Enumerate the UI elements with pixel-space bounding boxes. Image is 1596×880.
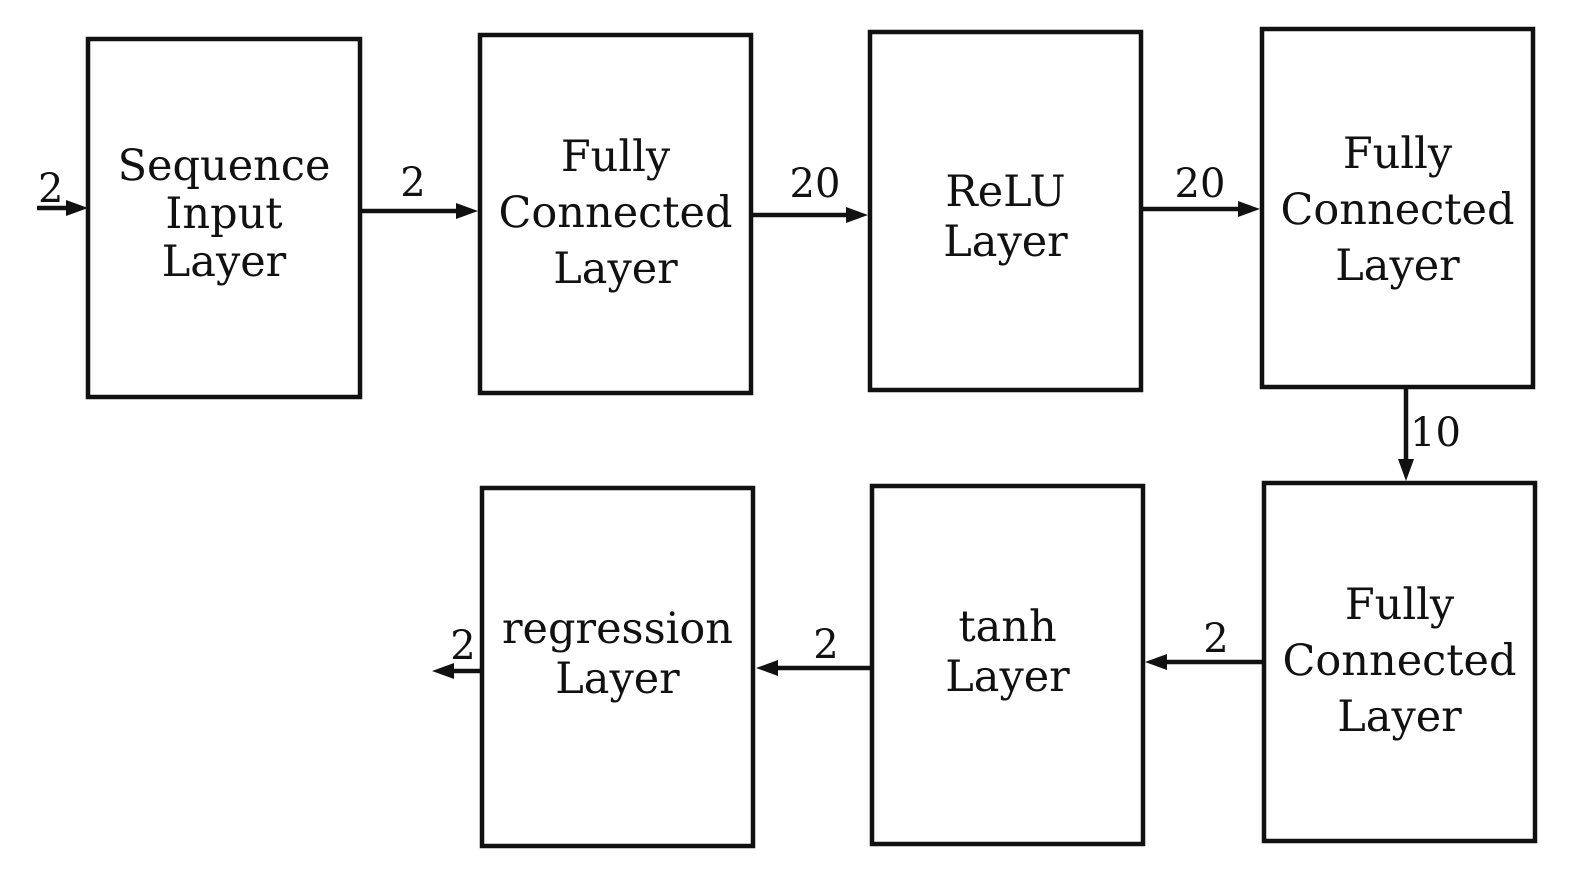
layer-box <box>1261 480 1538 844</box>
layer-label-line: Sequence <box>118 141 331 191</box>
edge-fc3_to_tanh: 2 <box>1145 616 1264 670</box>
layer-label-line: ReLU <box>945 167 1065 217</box>
edge-relu_to_fc2: 20 <box>1141 161 1260 217</box>
edge-label: 2 <box>400 160 425 206</box>
layer-box <box>867 29 1144 393</box>
layer-label-line: Layer <box>943 217 1068 267</box>
layer-label-line: Layer <box>1335 241 1460 291</box>
layer-label-line: Fully <box>1343 129 1453 179</box>
layer-box <box>85 36 363 400</box>
layer-label-line: regression <box>502 604 733 654</box>
layer-label-line: Layer <box>945 652 1070 702</box>
layer-label-line: Fully <box>561 132 671 182</box>
edge-tanh_to_regression: 2 <box>756 622 872 676</box>
edge-label: 2 <box>450 623 475 669</box>
layer-label-line: Layer <box>1337 692 1462 742</box>
edge-input: 2 <box>37 166 88 216</box>
arrowhead <box>1145 654 1167 670</box>
arrowhead <box>1238 201 1260 217</box>
arrowhead <box>756 660 778 676</box>
edge-seq_to_fc1: 2 <box>360 160 478 219</box>
arrowhead <box>1398 459 1414 481</box>
layer-label-line: Layer <box>555 654 680 704</box>
arrowhead <box>456 203 478 219</box>
layer-boxes: SequenceInputLayerFullyConnectedLayerReL… <box>85 26 1538 849</box>
layer-label-line: tanh <box>958 602 1056 652</box>
layer-label-line: Fully <box>1345 580 1455 630</box>
layer-box <box>1259 26 1536 390</box>
edge-label: 20 <box>790 161 841 207</box>
layer-box <box>479 485 756 849</box>
edge-label: 2 <box>1203 616 1228 662</box>
edges: 2 2 20 20 10 2 2 2 <box>37 160 1461 679</box>
edge-label: 10 <box>1410 410 1461 456</box>
layer-label-line: Connected <box>1281 185 1515 235</box>
layer-label-line: Layer <box>553 244 678 294</box>
layer-label-line: Connected <box>499 188 733 238</box>
layer-box <box>477 32 754 396</box>
edge-output: 2 <box>432 623 482 679</box>
edge-label: 2 <box>813 622 838 668</box>
arrowhead <box>66 200 88 216</box>
edge-fc1_to_relu: 20 <box>751 161 868 223</box>
edge-label: 2 <box>38 166 63 212</box>
arrowhead <box>432 663 454 679</box>
edge-fc2_to_fc3: 10 <box>1398 387 1461 481</box>
arrowhead <box>846 207 868 223</box>
edge-label: 20 <box>1175 161 1226 207</box>
layer-label-line: Layer <box>162 237 287 287</box>
layer-box <box>869 483 1146 847</box>
layer-label-line: Input <box>165 189 282 239</box>
layer-label-line: Connected <box>1283 636 1517 686</box>
